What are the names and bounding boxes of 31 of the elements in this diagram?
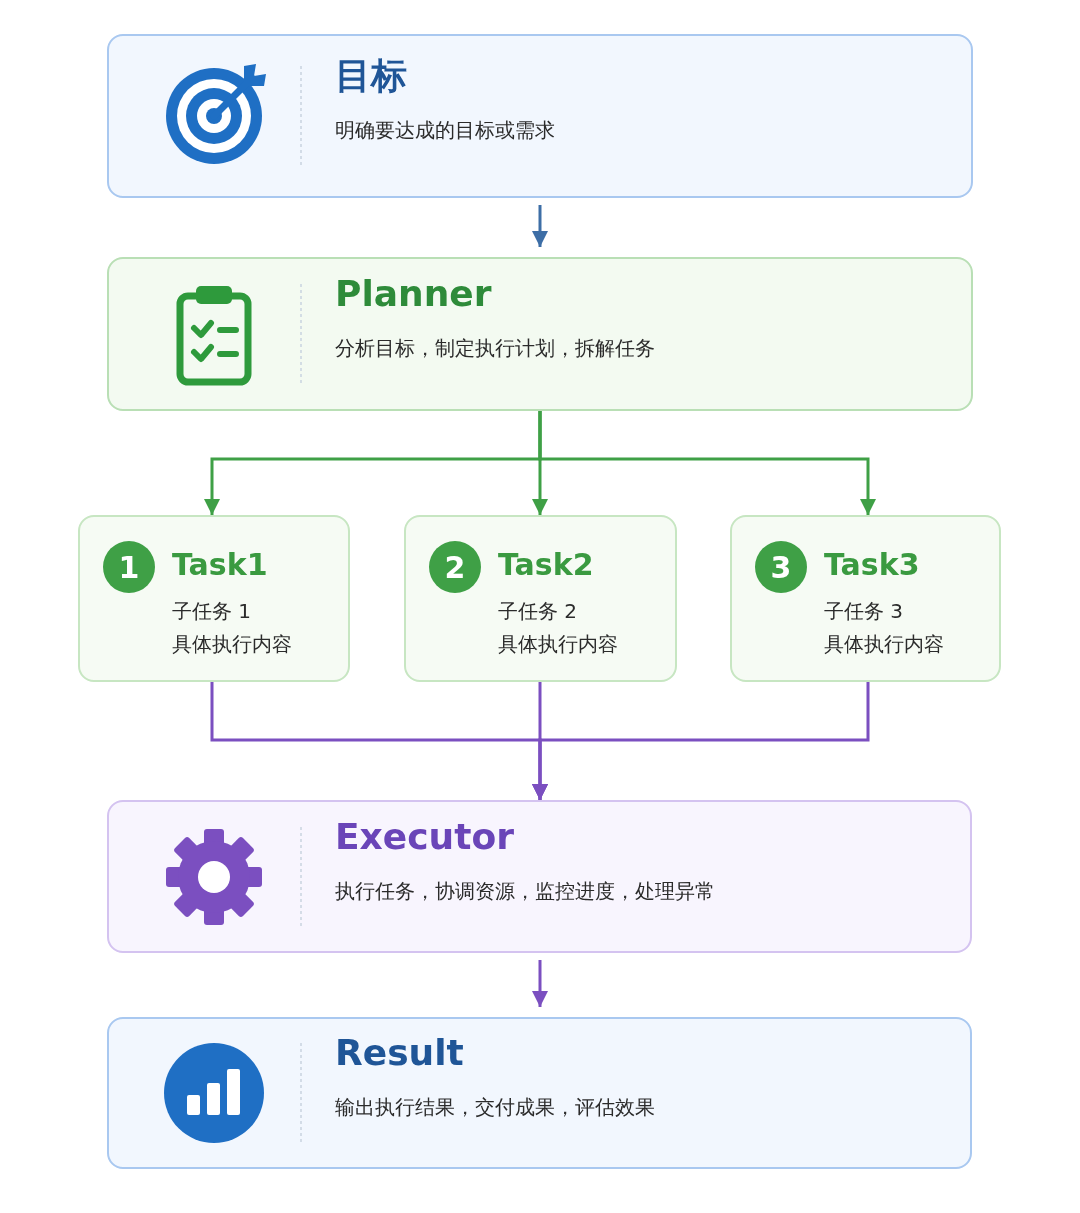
box-description: 执行任务，协调资源，监控进度，处理异常 — [335, 878, 715, 903]
task-description: 具体执行内容 — [498, 632, 618, 656]
process-box — [107, 34, 973, 198]
arrow — [532, 682, 870, 800]
box-title: Planner — [335, 272, 492, 316]
task-title: Task1 — [172, 547, 268, 583]
arrow — [532, 205, 548, 247]
box-description: 输出执行结果，交付成果，评估效果 — [335, 1095, 655, 1119]
box-title: Result — [335, 1031, 464, 1075]
process-box — [107, 800, 972, 953]
box-description: 分析目标，制定执行计划，拆解任务 — [335, 336, 655, 360]
task-description: 具体执行内容 — [824, 632, 944, 656]
box-description: 明确要达成的目标或需求 — [335, 118, 555, 142]
box-title: 目标 — [335, 54, 407, 98]
task-description: 具体执行内容 — [172, 632, 292, 656]
task-title: Task3 — [824, 547, 920, 583]
task-box — [730, 515, 1001, 682]
number-badge: 1 — [103, 541, 155, 593]
arrow — [538, 411, 876, 515]
box-title: Executor — [335, 814, 514, 858]
process-box — [107, 1017, 972, 1169]
task-box — [78, 515, 350, 682]
task-description: 子任务 1 — [172, 599, 252, 623]
task-box — [404, 515, 677, 682]
process-box — [107, 257, 973, 411]
arrow — [532, 960, 548, 1007]
task-title: Task2 — [498, 547, 594, 583]
number-badge: 2 — [429, 541, 481, 593]
number-badge: 3 — [755, 541, 807, 593]
task-description: 子任务 3 — [824, 599, 904, 623]
task-description: 子任务 2 — [498, 599, 578, 623]
